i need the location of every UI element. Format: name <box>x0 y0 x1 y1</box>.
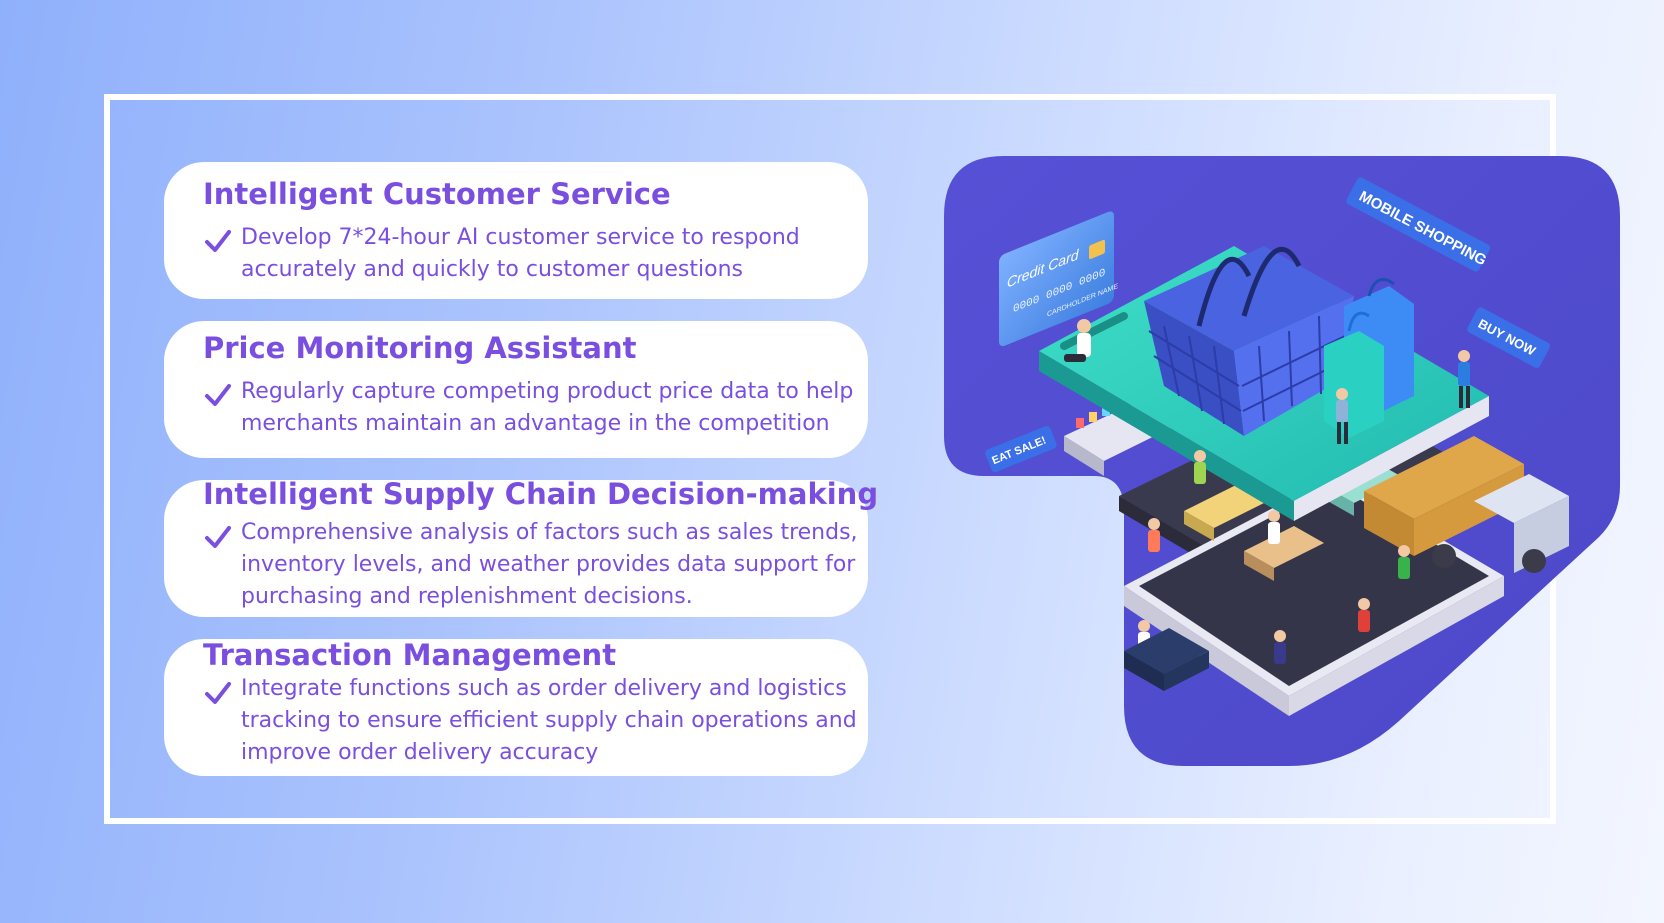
feature-title: Price Monitoring Assistant <box>203 331 637 365</box>
sofa <box>1124 628 1209 674</box>
checkmark-icon <box>205 526 231 548</box>
shopping-basket-icon <box>1144 246 1354 436</box>
checkmark-icon <box>205 384 231 406</box>
feature-title: Transaction Management <box>203 638 617 672</box>
feature-description: Comprehensive analysis of factors such a… <box>241 520 858 609</box>
checkmark-icon <box>205 682 231 704</box>
feature-title: Intelligent Supply Chain Decision-making <box>203 477 879 511</box>
feature-card-price-monitoring: Price Monitoring Assistant Regularly cap… <box>164 321 868 458</box>
feature-description: Integrate functions such as order delive… <box>241 676 857 765</box>
feature-card-transaction-management: Transaction Management Integrate functio… <box>164 638 868 776</box>
feature-title: Intelligent Customer Service <box>203 177 671 211</box>
online-shopping-illustration: Credit Card 0000 0000 0000 CARDHOLDER NA… <box>944 156 1620 766</box>
feature-card-supply-chain: Intelligent Supply Chain Decision-making… <box>164 477 878 617</box>
credit-card-icon: Credit Card 0000 0000 0000 CARDHOLDER NA… <box>999 211 1118 347</box>
delivery-truck <box>1364 436 1569 573</box>
checkmark-icon <box>205 230 231 252</box>
feature-description: Regularly capture competing product pric… <box>241 379 854 436</box>
feature-description: Develop 7*24-hour AI customer service to… <box>241 225 800 282</box>
feature-card-customer-service: Intelligent Customer Service Develop 7*2… <box>164 162 868 299</box>
